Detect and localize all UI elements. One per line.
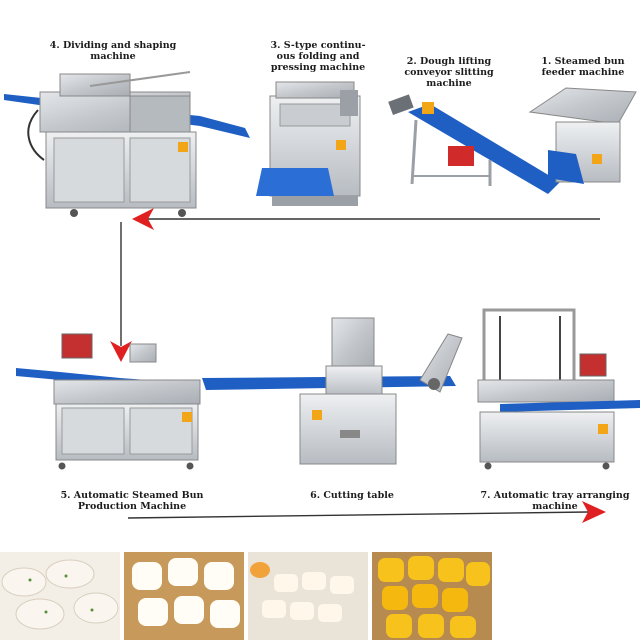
machine-lifting-conveyor <box>388 94 560 194</box>
machine-cutting-table <box>202 317 463 465</box>
machine-bun-production <box>16 333 201 470</box>
flow-arrow-down <box>110 222 132 362</box>
product-photo-flower-rolls <box>0 552 120 640</box>
flow-arrow-bottom <box>127 501 606 523</box>
machine-dividing-shaping <box>4 71 250 217</box>
product-photo-steamed-buns <box>124 552 244 640</box>
flow-arrow-top <box>132 208 600 230</box>
step-2-label: 2. Dough lifting conveyor slitting machi… <box>404 56 494 89</box>
step-1-label: 1. Steamed bun feeder machine <box>541 56 625 78</box>
step-5-label: 5. Automatic Steamed Bun Production Mach… <box>60 490 204 512</box>
machine-s-type-folding <box>256 81 361 206</box>
step-3-label: 3. S-type continu- ous folding and press… <box>270 40 366 73</box>
product-photo-plated-buns <box>248 552 368 640</box>
step-6-label: 6. Cutting table <box>310 490 394 501</box>
step-7-label: 7. Automatic tray arranging machine <box>480 490 630 512</box>
step-4-label: 4. Dividing and shaping machine <box>49 40 177 62</box>
product-photo-yellow-buns <box>372 552 492 640</box>
machine-tray-arranging <box>477 308 640 470</box>
machine-bun-feeder <box>528 87 637 184</box>
